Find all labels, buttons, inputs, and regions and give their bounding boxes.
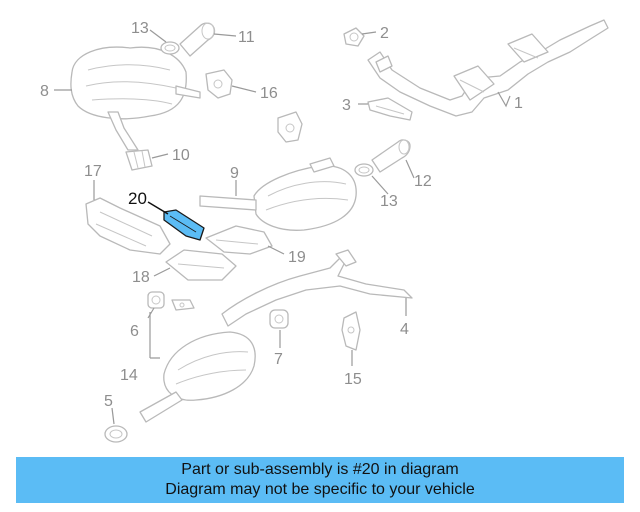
label-14: 14 (120, 367, 138, 384)
banner-line-1: Part or sub-assembly is #20 in diagram (181, 461, 459, 478)
info-banner: Part or sub-assembly is #20 in diagram D… (16, 457, 624, 503)
leader-20 (147, 201, 169, 215)
rear-silencer[interactable] (139, 331, 256, 423)
part-number-labels: 13 11 8 2 1 3 16 10 9 13 12 17 20 19 18 … (40, 20, 523, 410)
label-16: 16 (260, 85, 278, 102)
label-4: 4 (400, 321, 409, 338)
label-1: 1 (514, 95, 523, 112)
part-19-heat-shield[interactable] (205, 225, 273, 255)
part-15-bracket[interactable] (341, 311, 361, 351)
banner-line-2: Diagram may not be specific to your vehi… (165, 481, 475, 498)
part-13-clamp-lower[interactable] (354, 163, 374, 177)
label-10: 10 (172, 147, 190, 164)
label-2: 2 (380, 25, 389, 42)
label-3: 3 (342, 97, 351, 114)
part-6-rubber-mount[interactable] (147, 291, 165, 309)
part-16-hanger-bracket[interactable] (205, 69, 303, 143)
part-11-tailpipe-tip[interactable] (179, 22, 216, 57)
label-5: 5 (104, 393, 113, 410)
leader-lines (54, 29, 511, 425)
label-8: 8 (40, 83, 49, 100)
label-17: 17 (84, 163, 102, 180)
part-4-intermediate-pipe[interactable] (221, 249, 413, 327)
part-5-clamp[interactable] (104, 425, 128, 443)
part-8-rear-muffler[interactable] (70, 46, 201, 151)
label-7: 7 (274, 351, 283, 368)
part-9-center-muffler[interactable] (199, 157, 357, 231)
part-12-pipe-tip[interactable] (371, 139, 411, 173)
label-9: 9 (230, 165, 239, 182)
label-18: 18 (132, 269, 150, 286)
label-6: 6 (130, 323, 139, 340)
part-20-heat-shield-highlighted[interactable] (163, 209, 205, 241)
part-18-heat-shield[interactable] (165, 249, 237, 281)
part-7-rubber-mount[interactable] (269, 309, 289, 329)
label-20-highlighted: 20 (128, 189, 147, 208)
exhaust-parts-diagram: 13 11 8 2 1 3 16 10 9 13 12 17 20 19 18 … (40, 19, 609, 443)
part-13-clamp-upper[interactable] (160, 41, 180, 55)
part-17-heat-shield[interactable] (85, 197, 171, 255)
part-14-hanger[interactable] (171, 299, 195, 311)
label-13-upper: 13 (131, 20, 149, 37)
label-19: 19 (288, 249, 306, 266)
label-12: 12 (414, 173, 432, 190)
part-10-connector[interactable] (125, 149, 153, 171)
part-1-front-pipe-catalytic[interactable] (367, 19, 609, 117)
label-15: 15 (344, 371, 362, 388)
part-3-heat-shield[interactable] (367, 97, 413, 121)
label-13-lower: 13 (380, 193, 398, 210)
part-2-gasket[interactable] (343, 27, 365, 47)
label-11: 11 (238, 29, 255, 46)
